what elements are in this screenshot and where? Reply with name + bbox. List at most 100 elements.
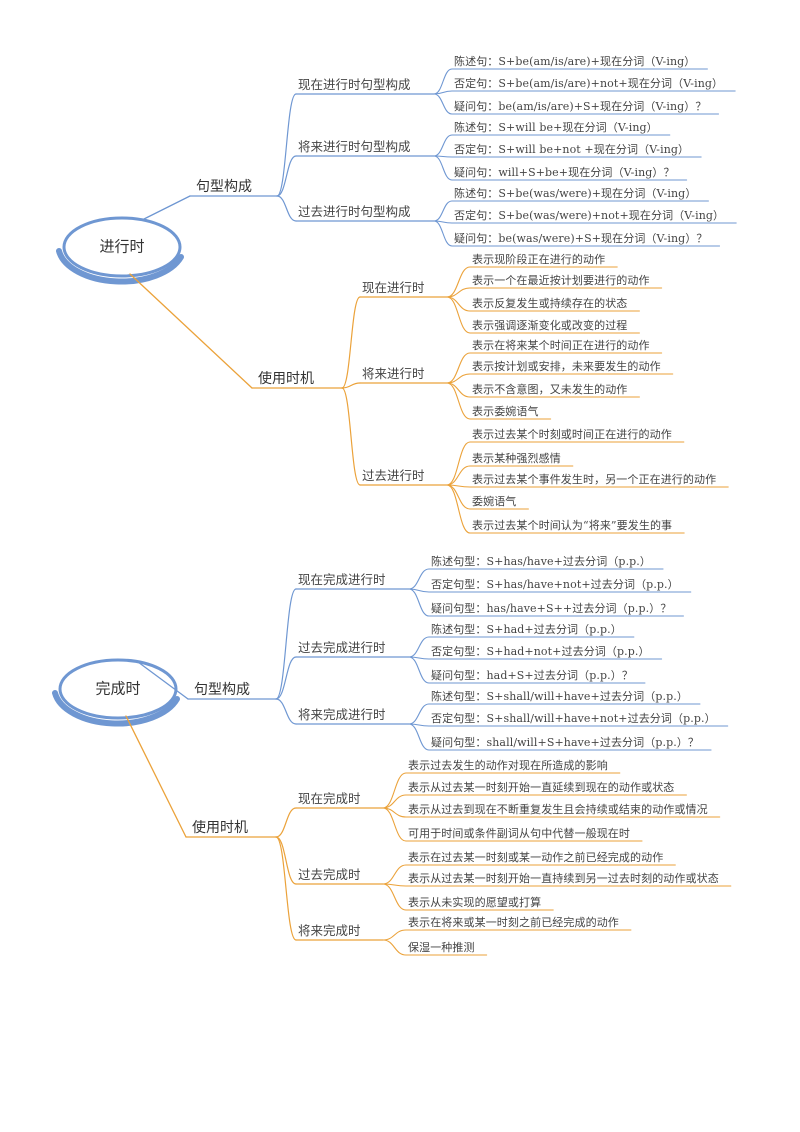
leaf-label: 否定句型：S+shall/will+have+not+过去分词（p.p.）: [431, 712, 716, 725]
leaf-label: 表示一个在最近按计划要进行的动作: [472, 274, 650, 287]
leaf-label: 保湿一种推测: [408, 941, 475, 954]
group-label: 现在进行时句型构成: [298, 77, 411, 92]
leaf-label: 表示某种强烈感情: [472, 452, 561, 465]
leaf-label: 陈述句：S+be(was/were)+现在分词（V-ing）: [454, 187, 697, 200]
branch-to-group-line: [341, 296, 361, 389]
branch-to-group-line: [276, 155, 297, 197]
leaf-label: 否定句型：S+has/have+not+过去分词（p.p.）: [431, 578, 679, 591]
branch-to-group-line: [275, 698, 297, 725]
leaf-label: 疑问句型：had+S+过去分词（p.p.）？: [431, 669, 633, 682]
leaf-label: 疑问句：be(am/is/are)+S+现在分词（V-ing）？: [454, 100, 707, 113]
branch-to-group-line: [341, 382, 361, 389]
group-label: 现在完成进行时: [298, 572, 386, 587]
leaf-label: 表示过去某个时间认为“将来”要发生的事: [472, 519, 673, 532]
group-to-item-line: [446, 352, 471, 384]
leaf-label: 表示现阶段正在进行的动作: [472, 253, 606, 266]
group-label: 过去完成进行时: [298, 640, 386, 655]
leaf-label: 疑问句型：has/have+S++过去分词（p.p.）？: [431, 602, 672, 615]
group-to-item-line: [408, 636, 430, 658]
branch-to-group-line: [276, 93, 297, 197]
root-node-1: [52, 658, 180, 727]
group-to-item-line: [408, 588, 430, 617]
leaf-label: 表示从过去到现在不断重复发生且会持续或结束的动作或情况: [408, 803, 708, 816]
branch-label: 使用时机: [192, 820, 248, 836]
branch-to-group-line: [275, 588, 297, 700]
group-to-item-line: [382, 794, 407, 809]
group-label: 过去进行时: [362, 468, 425, 483]
leaf-label: 表示按计划或安排，未来要发生的动作: [472, 360, 661, 373]
group-to-item-line: [382, 939, 407, 956]
group-to-item-line: [446, 484, 471, 510]
branch-to-group-line: [275, 807, 297, 838]
root-label: 完成时: [95, 679, 141, 698]
group-to-item-line: [433, 155, 453, 181]
leaf-label: 表示委婉语气: [472, 405, 539, 418]
leaf-label: 表示过去某个时刻或时间正在进行的动作: [472, 428, 672, 441]
leaf-label: 疑问句型：shall/will+S+have+过去分词（p.p.）？: [431, 736, 700, 749]
group-label: 现在进行时: [362, 280, 425, 295]
branch-to-group-line: [341, 387, 361, 486]
group-to-item-line: [382, 883, 407, 911]
leaf-label: 表示在过去某一时刻或某一动作之前已经完成的动作: [408, 851, 664, 864]
leaf-label: 疑问句：be(was/were)+S+现在分词（V-ing）？: [454, 232, 708, 245]
group-to-item-line: [446, 296, 471, 312]
group-to-item-line: [433, 220, 453, 247]
group-to-item-line: [408, 703, 430, 725]
root-to-branch-line: [141, 195, 191, 221]
leaf-label: 表示反复发生或持续存在的状态: [472, 297, 628, 310]
root-label: 进行时: [99, 237, 145, 256]
group-to-item-line: [446, 382, 471, 420]
group-to-item-line: [382, 807, 407, 842]
leaf-label: 否定句型：S+had+not+过去分词（p.p.）: [431, 645, 650, 658]
group-to-item-line: [446, 266, 471, 298]
group-to-item-line: [446, 296, 471, 334]
leaf-label: 表示强调逐渐变化或改变的过程: [472, 319, 628, 332]
leaf-label: 陈述句型：S+has/have+过去分词（p.p.）: [431, 555, 652, 568]
group-to-item-line: [433, 68, 453, 95]
group-label: 将来进行时: [362, 366, 425, 381]
root-to-branch-line: [129, 273, 253, 389]
leaf-label: 否定句：S+be(was/were)+not+现在分词（V-ing）: [454, 209, 725, 222]
group-to-item-line: [446, 382, 471, 398]
root-to-branch-line: [125, 715, 187, 838]
group-to-item-line: [433, 93, 453, 115]
branch-label: 句型构成: [196, 179, 252, 195]
leaf-label: 陈述句型：S+had+过去分词（p.p.）: [431, 623, 622, 636]
group-to-item-line: [446, 441, 471, 486]
group-to-item-line: [433, 200, 453, 222]
group-to-item-line: [433, 134, 453, 157]
leaf-label: 表示过去发生的动作对现在所造成的影响: [408, 759, 608, 772]
branch-to-group-line: [275, 836, 297, 941]
group-label: 将来完成时: [298, 923, 361, 938]
leaf-label: 否定句：S+be(am/is/are)+not+现在分词（V-ing）: [454, 77, 724, 90]
group-label: 过去完成时: [298, 867, 361, 882]
branch-label: 句型构成: [194, 682, 250, 698]
group-label: 将来进行时句型构成: [298, 139, 411, 154]
group-label: 过去进行时句型构成: [298, 204, 411, 219]
leaf-label: 表示从过去某一时刻开始一直持续到另一过去时刻的动作或状态: [408, 872, 719, 885]
leaf-label: 表示不含意图，又未发生的动作: [472, 383, 628, 396]
group-label: 现在完成时: [298, 791, 361, 806]
leaf-label: 表示过去某个事件发生时，另一个正在进行的动作: [472, 473, 717, 486]
leaf-label: 委婉语气: [472, 495, 517, 508]
root-to-branch-line: [137, 661, 189, 700]
leaf-label: 表示在将来某个时间正在进行的动作: [472, 339, 650, 352]
group-to-item-line: [382, 864, 407, 885]
branch-to-group-line: [276, 195, 297, 222]
leaf-label: 否定句：S+will be+not +现在分词（V-ing）: [454, 143, 690, 156]
branch-to-group-line: [275, 836, 297, 885]
leaf-label: 表示在将来或某一时刻之前已经完成的动作: [408, 916, 619, 929]
group-to-item-line: [382, 929, 407, 941]
group-to-item-line: [408, 723, 430, 751]
leaf-label: 表示从未实现的愿望或打算: [408, 896, 542, 909]
group-to-item-line: [408, 656, 430, 684]
group-label: 将来完成进行时: [298, 707, 386, 722]
leaf-label: 疑问句：will+S+be+现在分词（V-ing）？: [454, 166, 675, 179]
branch-label: 使用时机: [258, 371, 314, 387]
leaf-label: 陈述句：S+be(am/is/are)+现在分词（V-ing）: [454, 55, 696, 68]
leaf-label: 表示从过去某一时刻开始一直延续到现在的动作或状态: [408, 781, 675, 794]
root-node-0: [56, 216, 184, 285]
leaf-label: 可用于时间或条件副词从句中代替一般现在时: [408, 827, 630, 840]
